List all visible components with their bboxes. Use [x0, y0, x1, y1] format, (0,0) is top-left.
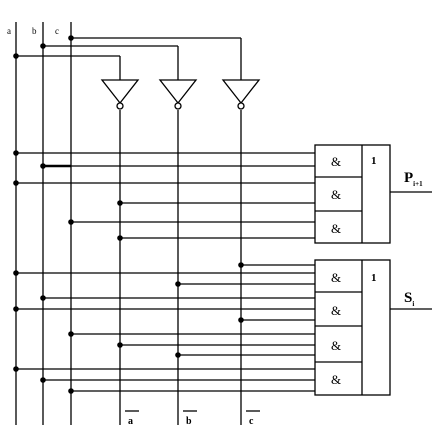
or-gate-p-symbol: 1 [371, 155, 377, 167]
or-block-p [314, 144, 391, 244]
and-gate-p2-symbol: & [331, 187, 341, 202]
and-gate-p3-symbol: & [331, 221, 341, 236]
inverted-label-a: a [125, 410, 139, 427]
inverter-feed-c [68, 35, 242, 80]
svg-text:b: b [186, 416, 192, 427]
and-gate-p1-symbol: & [331, 154, 341, 169]
inverter-b [158, 79, 198, 110]
and-s1-inputs [13, 262, 315, 287]
and-p3-inputs [68, 219, 315, 241]
inverted-label-b: b [183, 410, 197, 427]
input-label-a: a [7, 26, 11, 36]
svg-text:a: a [128, 416, 133, 427]
svg-text:c: c [249, 416, 254, 427]
and-s2-inputs [13, 295, 315, 323]
and-gate-s1-symbol: & [331, 270, 341, 285]
and-p1-inputs [13, 150, 315, 169]
and-gate-s3-symbol: & [331, 338, 341, 353]
and-p2-inputs [13, 180, 315, 206]
and-s4-inputs [13, 366, 315, 394]
and-s3-inputs [68, 331, 315, 358]
or-gate-s-symbol: 1 [371, 272, 377, 284]
and-gate-s2-symbol: & [331, 303, 341, 318]
input-label-b: b [32, 26, 37, 36]
output-label-p: Pi+1 [404, 170, 423, 188]
inverter-a [100, 79, 140, 110]
input-label-c: c [55, 26, 59, 36]
and-gate-s4-symbol: & [331, 372, 341, 387]
inverted-label-c: c [246, 410, 260, 427]
or-block-s [314, 259, 391, 396]
inverter-c [221, 79, 261, 110]
inverter-feed-b [40, 43, 179, 80]
output-label-s: Si [404, 290, 414, 308]
inverter-feed-a [13, 53, 121, 80]
